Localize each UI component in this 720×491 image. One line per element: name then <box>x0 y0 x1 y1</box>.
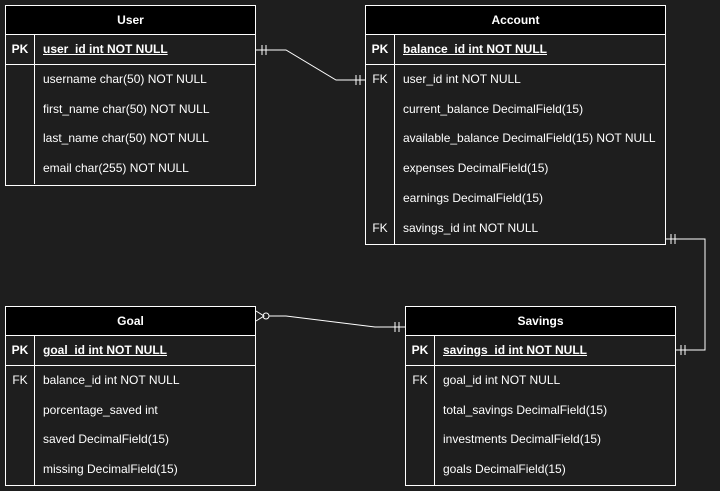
entity-row: email char(255) NOT NULL <box>6 154 255 184</box>
field-available-balance: available_balance DecimalField(15) NOT N… <box>403 131 656 146</box>
primary-key-marker: PK <box>406 336 435 365</box>
field-porcentage-saved: porcentage_saved int <box>43 402 158 417</box>
key-marker <box>6 124 35 155</box>
field-last-name: last_name char(50) NOT NULL <box>43 131 209 146</box>
entity-savings[interactable]: Savings PK savings_id int NOT NULL FK go… <box>405 306 676 486</box>
foreign-key-marker: FK <box>366 64 395 95</box>
foreign-key-marker: FK <box>366 213 395 244</box>
field-current-balance: current_balance DecimalField(15) <box>403 101 584 116</box>
entity-row: FK balance_id int NOT NULL <box>6 365 255 396</box>
field-user-id: user_id int NOT NULL <box>403 71 521 86</box>
entity-row: current_balance DecimalField(15) <box>366 94 665 125</box>
field-total-savings: total_savings DecimalField(15) <box>443 402 608 417</box>
entity-row: PK savings_id int NOT NULL <box>406 336 675 366</box>
field-earnings: earnings DecimalField(15) <box>403 190 544 205</box>
entity-row: PK user_id int NOT NULL <box>6 35 255 65</box>
entity-user-title: User <box>6 6 255 35</box>
key-marker <box>366 183 395 214</box>
key-marker <box>6 425 35 456</box>
entity-row: missing DecimalField(15) <box>6 455 255 485</box>
foreign-key-marker: FK <box>6 365 35 396</box>
key-marker <box>366 124 395 155</box>
entity-account[interactable]: Account PK balance_id int NOT NULL FK us… <box>365 5 666 245</box>
entity-row: last_name char(50) NOT NULL <box>6 124 255 155</box>
entity-user[interactable]: User PK user_id int NOT NULL username ch… <box>5 5 256 186</box>
entity-row: FK user_id int NOT NULL <box>366 64 665 95</box>
entity-account-title: Account <box>366 6 665 35</box>
entity-row: porcentage_saved int <box>6 395 255 426</box>
key-marker <box>366 154 395 184</box>
key-marker <box>6 64 35 95</box>
field-saved: saved DecimalField(15) <box>43 432 170 447</box>
field-first-name: first_name char(50) NOT NULL <box>43 101 210 116</box>
entity-row: first_name char(50) NOT NULL <box>6 94 255 125</box>
key-marker <box>6 94 35 125</box>
primary-key-marker: PK <box>366 35 395 64</box>
connector-user-account <box>256 45 366 85</box>
entity-row: FK savings_id int NOT NULL <box>366 213 665 244</box>
field-email: email char(255) NOT NULL <box>43 161 189 176</box>
field-balance-id: balance_id int NOT NULL <box>43 372 180 387</box>
connector-account-savings <box>665 234 706 355</box>
entity-row: FK goal_id int NOT NULL <box>406 365 675 396</box>
field-savings-id: savings_id int NOT NULL <box>403 220 539 235</box>
key-marker <box>406 455 435 485</box>
entity-savings-title: Savings <box>406 307 675 336</box>
entity-row: goals DecimalField(15) <box>406 455 675 485</box>
field-balance-id: balance_id int NOT NULL <box>403 42 548 56</box>
connector-goal-savings <box>255 310 405 332</box>
field-user-id: user_id int NOT NULL <box>43 42 168 56</box>
key-marker <box>366 94 395 125</box>
entity-row: PK goal_id int NOT NULL <box>6 336 255 366</box>
entity-row: expenses DecimalField(15) <box>366 154 665 184</box>
field-missing: missing DecimalField(15) <box>43 462 178 477</box>
key-marker <box>6 455 35 485</box>
entity-row: investments DecimalField(15) <box>406 425 675 456</box>
field-goals: goals DecimalField(15) <box>443 462 566 477</box>
entity-row: available_balance DecimalField(15) NOT N… <box>366 124 665 155</box>
key-marker <box>6 154 35 184</box>
field-investments: investments DecimalField(15) <box>443 432 602 447</box>
entity-row: earnings DecimalField(15) <box>366 183 665 214</box>
field-goal-id: goal_id int NOT NULL <box>443 372 561 387</box>
primary-key-marker: PK <box>6 35 35 64</box>
key-marker <box>406 425 435 456</box>
field-goal-id: goal_id int NOT NULL <box>43 343 167 357</box>
key-marker <box>406 395 435 426</box>
foreign-key-marker: FK <box>406 365 435 396</box>
entity-row: total_savings DecimalField(15) <box>406 395 675 426</box>
entity-goal[interactable]: Goal PK goal_id int NOT NULL FK balance_… <box>5 306 256 486</box>
entity-row: PK balance_id int NOT NULL <box>366 35 665 65</box>
primary-key-marker: PK <box>6 336 35 365</box>
field-expenses: expenses DecimalField(15) <box>403 161 549 176</box>
field-savings-id: savings_id int NOT NULL <box>443 343 588 357</box>
entity-row: username char(50) NOT NULL <box>6 64 255 95</box>
field-username: username char(50) NOT NULL <box>43 71 207 86</box>
entity-goal-title: Goal <box>6 307 255 336</box>
key-marker <box>6 395 35 426</box>
entity-row: saved DecimalField(15) <box>6 425 255 456</box>
